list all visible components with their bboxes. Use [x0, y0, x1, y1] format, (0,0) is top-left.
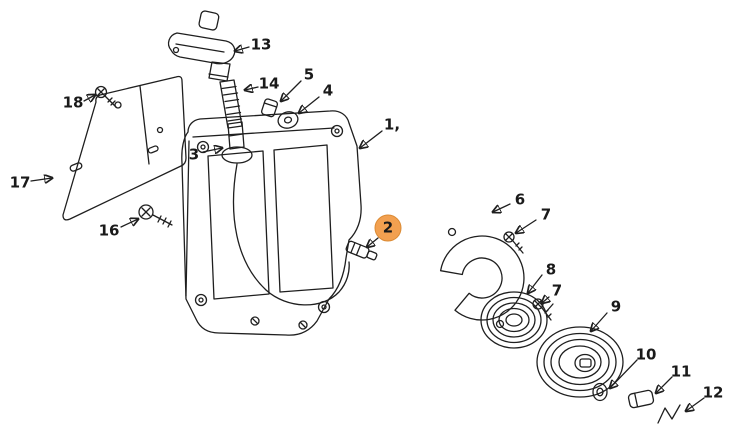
- part-18-screw-drawing: [94, 85, 117, 108]
- leader-line-11: [656, 376, 673, 393]
- part-8-rewind-spring-drawing: [480, 291, 554, 349]
- part-6-starter-cover-ring-drawing: [439, 227, 525, 329]
- leader-line-16: [120, 219, 138, 228]
- leader-line-7a: [516, 219, 537, 233]
- leader-line-8: [528, 274, 543, 293]
- leader-line-14: [245, 87, 259, 90]
- part-7-screw-upper-drawing: [503, 231, 524, 254]
- leader-line-12: [686, 397, 705, 411]
- part-label-10[interactable]: 10: [635, 345, 657, 364]
- starter-rope-curve-drawing: [232, 163, 350, 306]
- part-label-8[interactable]: 8: [545, 260, 557, 279]
- part-16-screw-drawing: [138, 204, 173, 228]
- leader-line-6: [493, 203, 511, 212]
- part-label-1[interactable]: 1,: [383, 115, 401, 134]
- part-1-fan-housing-drawing: [181, 110, 362, 336]
- leader-line-3: [202, 148, 222, 152]
- part-label-2[interactable]: 2: [374, 214, 402, 242]
- leader-line-13: [235, 47, 250, 51]
- part-label-14[interactable]: 14: [258, 74, 280, 93]
- leader-line-7b: [542, 297, 549, 303]
- part-10-washer-drawing: [592, 382, 608, 402]
- part-4-washer-drawing: [277, 111, 299, 129]
- leader-line-10: [610, 359, 638, 388]
- leader-line-5: [281, 80, 302, 101]
- part-label-6[interactable]: 6: [514, 190, 526, 209]
- part-2-pawl-stud-drawing: [345, 240, 378, 261]
- part-label-11[interactable]: 11: [670, 362, 692, 381]
- leader-line-4: [299, 96, 320, 113]
- part-label-7b[interactable]: 7: [551, 281, 563, 300]
- part-label-13[interactable]: 13: [250, 35, 272, 54]
- part-label-17[interactable]: 17: [9, 173, 31, 192]
- part-label-12[interactable]: 12: [702, 383, 724, 402]
- part-12-spring-clip-drawing: [657, 404, 681, 424]
- part-9-rope-rotor-drawing: [536, 326, 624, 398]
- leader-line-9: [591, 312, 608, 331]
- part-label-3[interactable]: 3: [188, 145, 200, 164]
- part-label-4[interactable]: 4: [322, 81, 334, 100]
- part-label-9[interactable]: 9: [610, 297, 622, 316]
- leader-line-18: [83, 95, 95, 101]
- part-label-5[interactable]: 5: [303, 65, 315, 84]
- part-label-18[interactable]: 18: [62, 93, 84, 112]
- leader-line-1: [360, 130, 383, 148]
- part-label-16[interactable]: 16: [98, 221, 120, 240]
- leader-lines: [30, 47, 705, 411]
- leader-line-17: [30, 178, 52, 181]
- part-label-7a[interactable]: 7: [540, 205, 552, 224]
- part-11-pawl-drawing: [627, 389, 655, 409]
- leader-line-2: [367, 237, 379, 247]
